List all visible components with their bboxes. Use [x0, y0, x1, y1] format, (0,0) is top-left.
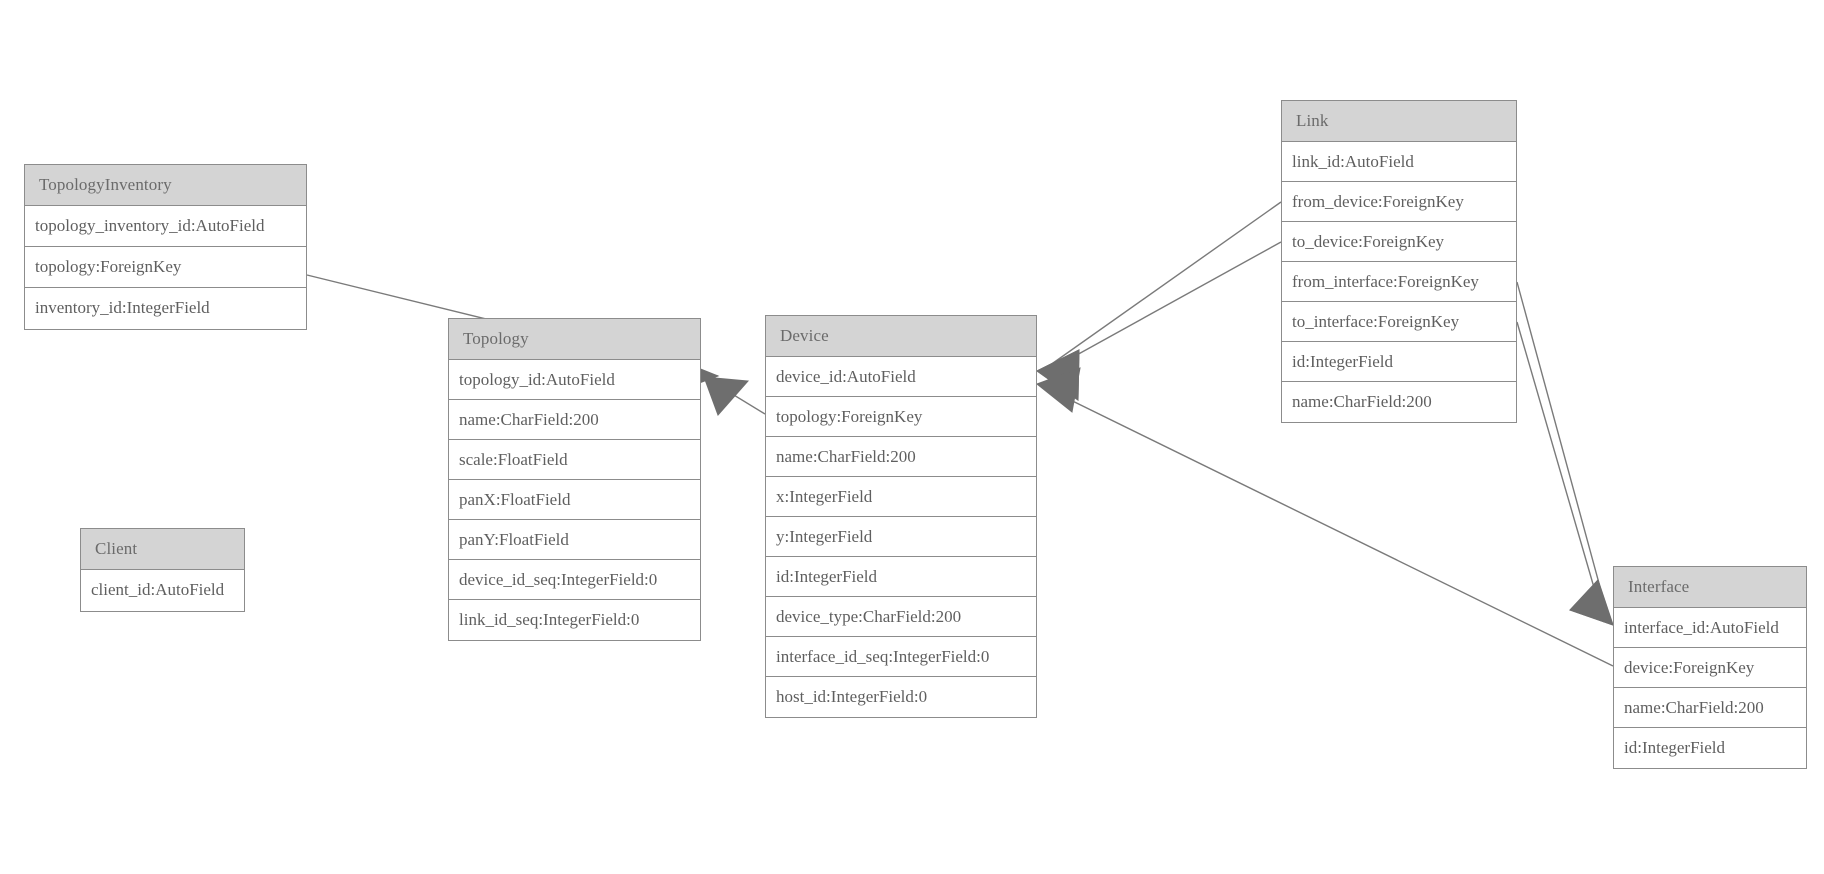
entity-title-interface: Interface [1614, 567, 1806, 608]
entity-field-row[interactable]: name:CharField:200 [766, 437, 1036, 477]
entity-field-row[interactable]: id:IntegerField [766, 557, 1036, 597]
entity-field-row[interactable]: name:CharField:200 [1282, 382, 1516, 422]
entity-field-row[interactable]: from_interface:ForeignKey [1282, 262, 1516, 302]
entity-field-row[interactable]: to_interface:ForeignKey [1282, 302, 1516, 342]
entity-title-topology_inventory: TopologyInventory [25, 165, 306, 206]
entity-field-row[interactable]: name:CharField:200 [449, 400, 700, 440]
relationship-link-to-interface [1516, 321, 1614, 626]
entity-field-row[interactable]: to_device:ForeignKey [1282, 222, 1516, 262]
entity-title-link: Link [1282, 101, 1516, 142]
entity-field-row[interactable]: link_id_seq:IntegerField:0 [449, 600, 700, 640]
relationship-device-topology [703, 376, 766, 416]
relationship-line [1045, 387, 1614, 667]
entity-field-row[interactable]: topology_inventory_id:AutoField [25, 206, 306, 247]
entity-field-row[interactable]: x:IntegerField [766, 477, 1036, 517]
arrowhead-icon [1569, 579, 1614, 626]
entity-field-row[interactable]: id:IntegerField [1282, 342, 1516, 382]
entity-field-row[interactable]: panY:FloatField [449, 520, 700, 560]
entity-field-row[interactable]: id:IntegerField [1614, 728, 1806, 768]
entity-field-row[interactable]: client_id:AutoField [81, 570, 244, 611]
entity-field-row[interactable]: device_id:AutoField [766, 357, 1036, 397]
arrowhead-icon [1569, 579, 1614, 626]
entity-field-row[interactable]: name:CharField:200 [1614, 688, 1806, 728]
entity-field-row[interactable]: from_device:ForeignKey [1282, 182, 1516, 222]
entity-field-row[interactable]: panX:FloatField [449, 480, 700, 520]
entity-field-row[interactable]: topology:ForeignKey [25, 247, 306, 288]
relationship-line [1516, 321, 1605, 623]
relationship-link-from-interface [1516, 281, 1614, 626]
entity-field-row[interactable]: device:ForeignKey [1614, 648, 1806, 688]
arrowhead-icon [1036, 349, 1080, 401]
entity-title-client: Client [81, 529, 244, 570]
relationship-line [705, 377, 766, 415]
entity-field-row[interactable]: host_id:IntegerField:0 [766, 677, 1036, 717]
entity-field-row[interactable]: topology_id:AutoField [449, 360, 700, 400]
entity-field-row[interactable]: device_type:CharField:200 [766, 597, 1036, 637]
entity-title-device: Device [766, 316, 1036, 357]
relationship-line [1516, 281, 1610, 621]
entity-field-row[interactable]: link_id:AutoField [1282, 142, 1516, 182]
relationship-line [1045, 201, 1282, 369]
relationship-line [1045, 241, 1282, 373]
entity-field-row[interactable]: topology:ForeignKey [766, 397, 1036, 437]
relationship-link-to-device [1036, 241, 1282, 401]
entity-field-row[interactable]: device_id_seq:IntegerField:0 [449, 560, 700, 600]
relationship-link-from-device [1036, 201, 1282, 401]
entity-field-row[interactable]: interface_id:AutoField [1614, 608, 1806, 648]
entity-field-row[interactable]: inventory_id:IntegerField [25, 288, 306, 329]
entity-field-row[interactable]: y:IntegerField [766, 517, 1036, 557]
entity-field-row[interactable]: scale:FloatField [449, 440, 700, 480]
arrowhead-icon [703, 376, 750, 416]
entity-field-row[interactable]: interface_id_seq:IntegerField:0 [766, 637, 1036, 677]
entity-title-topology: Topology [449, 319, 700, 360]
arrowhead-icon [1036, 349, 1080, 401]
arrowhead-icon [1035, 367, 1081, 413]
